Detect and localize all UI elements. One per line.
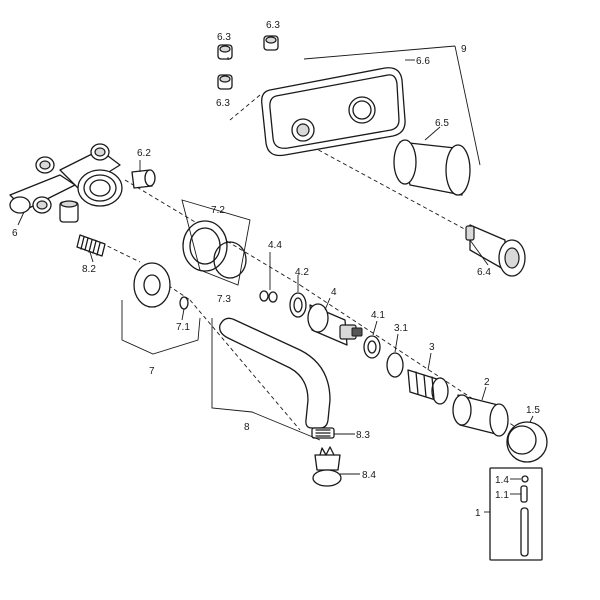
part-6-6-wall-plate xyxy=(261,67,406,157)
callout-1-1: 1.1 xyxy=(495,490,509,501)
callout-4-2: 4.2 xyxy=(295,267,309,278)
callout-labels: 6.3 6.3 6.3 9 6.6 6.5 6.2 6 7.2 4.4 6.4 … xyxy=(12,20,540,519)
part-8-2-nipple xyxy=(76,234,106,257)
callout-8-2: 8.2 xyxy=(82,264,96,275)
callout-4-4: 4.4 xyxy=(268,240,282,251)
callout-7-1: 7.1 xyxy=(176,322,190,333)
part-6-3-nut-a xyxy=(217,44,233,60)
callout-8: 8 xyxy=(244,422,250,433)
callout-6-3-c: 6.3 xyxy=(216,98,230,109)
part-4-1-bushing xyxy=(363,335,381,359)
callout-1-5: 1.5 xyxy=(526,405,540,416)
callout-9: 9 xyxy=(461,44,467,55)
callout-1: 1 xyxy=(475,508,481,519)
callout-7-2: 7.2 xyxy=(211,205,225,216)
part-6-4-cartridge xyxy=(465,224,526,277)
callout-6-6: 6.6 xyxy=(416,56,430,67)
part-2-sleeve xyxy=(452,394,509,437)
part-4-4-orings xyxy=(259,290,278,303)
callout-2: 2 xyxy=(484,377,490,388)
part-8-3-aerator xyxy=(311,427,335,439)
callout-7-3: 7.3 xyxy=(217,294,231,305)
callout-7: 7 xyxy=(149,366,155,377)
part-1-5-cap xyxy=(506,421,548,463)
callout-8-4: 8.4 xyxy=(362,470,376,481)
part-7-1-ring xyxy=(179,296,189,310)
callout-4-1: 4.1 xyxy=(371,310,385,321)
callout-6: 6 xyxy=(12,228,18,239)
part-6-2-plug xyxy=(131,169,156,189)
callout-6-3-b: 6.3 xyxy=(266,20,280,31)
part-7-3-oring xyxy=(213,241,247,279)
part-1-spindle-kit xyxy=(489,467,543,561)
part-6-3-nut-b xyxy=(263,35,279,51)
part-6-mixer-body xyxy=(9,143,123,223)
part-3-1-oring xyxy=(386,352,404,378)
part-7-rosette xyxy=(133,262,171,308)
callout-6-4: 6.4 xyxy=(477,267,491,278)
part-8-spout xyxy=(219,317,331,429)
part-3-nut xyxy=(407,369,449,405)
callout-4: 4 xyxy=(331,287,337,298)
callout-6-3-a: 6.3 xyxy=(217,32,231,43)
part-6-3-nut-c xyxy=(217,74,233,90)
callout-3: 3 xyxy=(429,342,435,353)
part-4-cartridge xyxy=(307,303,363,346)
part-6-5-sleeve xyxy=(393,139,471,196)
part-4-2-ring xyxy=(289,292,307,318)
part-8-4-tool xyxy=(312,446,342,487)
leader-lines xyxy=(17,45,534,513)
callout-3-1: 3.1 xyxy=(394,323,408,334)
callout-8-3: 8.3 xyxy=(356,430,370,441)
callout-1-4: 1.4 xyxy=(495,475,509,486)
callout-6-2: 6.2 xyxy=(137,148,151,159)
callout-6-5: 6.5 xyxy=(435,118,449,129)
